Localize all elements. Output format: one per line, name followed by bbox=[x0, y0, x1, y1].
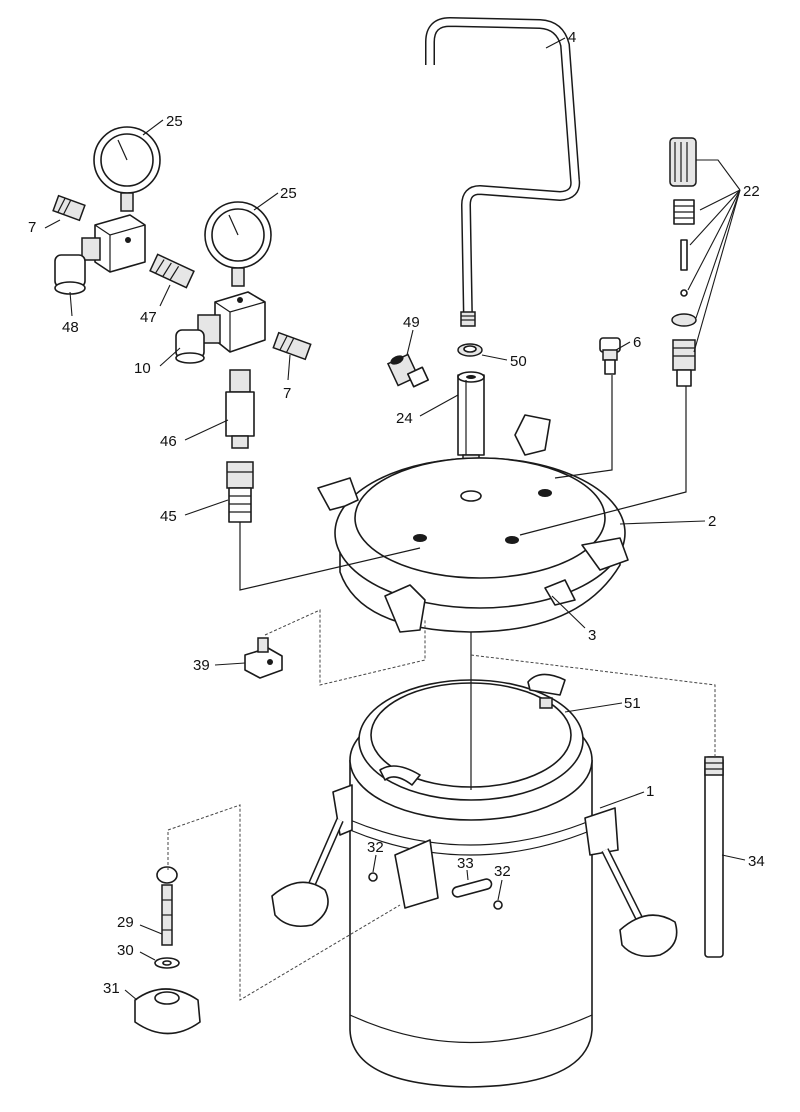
callout-39: 39 bbox=[193, 657, 210, 674]
callout-2: 2 bbox=[708, 513, 716, 530]
callout-51: 51 bbox=[624, 695, 641, 712]
callout-1: 1 bbox=[646, 783, 654, 800]
callout-3: 3 bbox=[588, 627, 596, 644]
clamp-screw-right bbox=[601, 848, 678, 958]
safety-valve-part bbox=[599, 337, 621, 375]
callout-34: 34 bbox=[748, 853, 765, 870]
nut-part-50 bbox=[457, 343, 483, 357]
callout-10: 10 bbox=[134, 360, 151, 377]
callout-6: 6 bbox=[633, 334, 641, 351]
callout-31: 31 bbox=[103, 980, 120, 997]
callout-30: 30 bbox=[117, 942, 134, 959]
fitting-part-49 bbox=[386, 353, 430, 388]
assembly-lines bbox=[167, 375, 716, 1001]
callout-24: 24 bbox=[396, 410, 413, 427]
callout-22: 22 bbox=[743, 183, 760, 200]
pressure-gauge-part-a bbox=[93, 126, 161, 212]
callout-4: 4 bbox=[568, 29, 576, 46]
callout-7-right: 7 bbox=[283, 385, 291, 402]
callout-48: 48 bbox=[62, 319, 79, 336]
callout-labels: 4 25 25 7 48 47 10 7 46 45 49 50 24 6 22… bbox=[28, 29, 765, 997]
star-knob-part-31 bbox=[134, 988, 201, 1035]
callout-33: 33 bbox=[457, 855, 474, 872]
callout-7-left: 7 bbox=[28, 219, 36, 236]
callout-32-left: 32 bbox=[367, 839, 384, 856]
callout-25-right: 25 bbox=[280, 185, 297, 202]
callout-29: 29 bbox=[117, 914, 134, 931]
pressure-gauge-part-b bbox=[204, 201, 272, 287]
clamp-bolt-part-29 bbox=[156, 866, 178, 946]
callout-50: 50 bbox=[510, 353, 527, 370]
connector-part-45 bbox=[226, 461, 254, 523]
tank-body-part bbox=[332, 673, 619, 1088]
relief-valve-assembly bbox=[669, 137, 697, 387]
regulator-block-lower bbox=[197, 291, 266, 353]
callout-leaders bbox=[44, 37, 746, 1001]
callout-47: 47 bbox=[140, 309, 157, 326]
callout-46: 46 bbox=[160, 433, 177, 450]
regulator-block-upper bbox=[81, 214, 146, 273]
coupling-part-46 bbox=[225, 369, 255, 449]
callout-32-right: 32 bbox=[494, 863, 511, 880]
pin-and-clips-parts bbox=[368, 872, 503, 910]
fitting-part-7-right bbox=[272, 331, 312, 361]
clamp-block-part-39 bbox=[244, 637, 283, 679]
dip-tube-part-34 bbox=[704, 756, 724, 958]
regulator-knob-part-10 bbox=[175, 329, 205, 364]
regulator-knob-part bbox=[54, 254, 86, 295]
clamp-screw-left bbox=[271, 818, 344, 928]
fitting-part-7-left bbox=[52, 194, 86, 222]
callout-49: 49 bbox=[403, 314, 420, 331]
callout-45: 45 bbox=[160, 508, 177, 525]
fluid-tube-part bbox=[425, 17, 581, 327]
nipple-part-47 bbox=[149, 253, 195, 289]
washer-part-30 bbox=[154, 957, 180, 969]
callout-25-left: 25 bbox=[166, 113, 183, 130]
